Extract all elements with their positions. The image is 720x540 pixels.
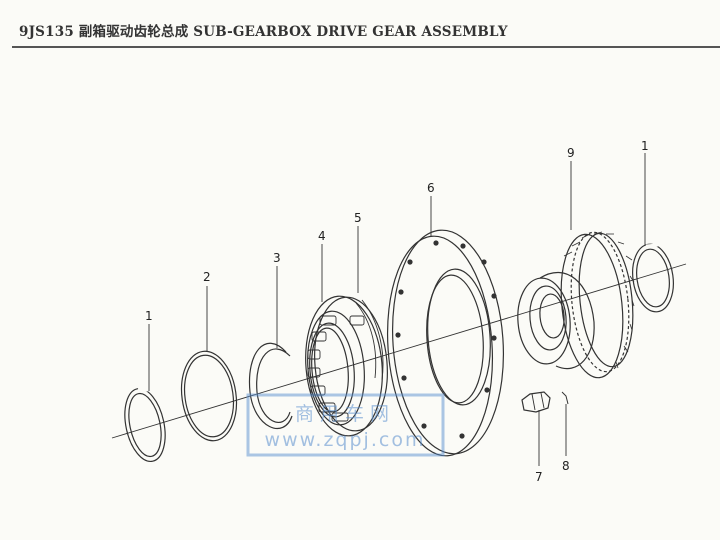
part-3-retaining-ring [248, 342, 293, 429]
center-axis-line [111, 263, 687, 439]
part-8-washer [561, 391, 569, 405]
part-1-snap-ring-left [124, 387, 166, 463]
watermark-frame [246, 393, 445, 457]
leader-lines [148, 153, 646, 466]
callout-5: 5 [354, 211, 362, 225]
part-2-ring [180, 350, 238, 442]
part-1-snap-ring-right [632, 243, 674, 313]
callout-2: 2 [203, 270, 211, 284]
callout-7: 7 [535, 470, 543, 484]
watermark-name: 商用车网 [295, 403, 395, 425]
title-divider [12, 46, 720, 48]
watermark-url: www.zqpj.com [265, 429, 426, 451]
callout-8: 8 [562, 459, 570, 473]
part-6-flange-plate [386, 229, 505, 457]
callout-4: 4 [318, 229, 326, 243]
callout-9: 9 [567, 146, 575, 160]
callout-3: 3 [273, 251, 281, 265]
part-4-5-bearing [305, 295, 388, 437]
callout-1-right: 1 [641, 139, 649, 153]
part-7-bolt [521, 391, 551, 413]
part-9-drive-gear [517, 231, 635, 379]
page-title: 9JS135 副箱驱动齿轮总成 SUB-GEARBOX DRIVE GEAR A… [19, 24, 508, 40]
callout-1-left: 1 [145, 309, 153, 323]
callout-6: 6 [427, 181, 435, 195]
